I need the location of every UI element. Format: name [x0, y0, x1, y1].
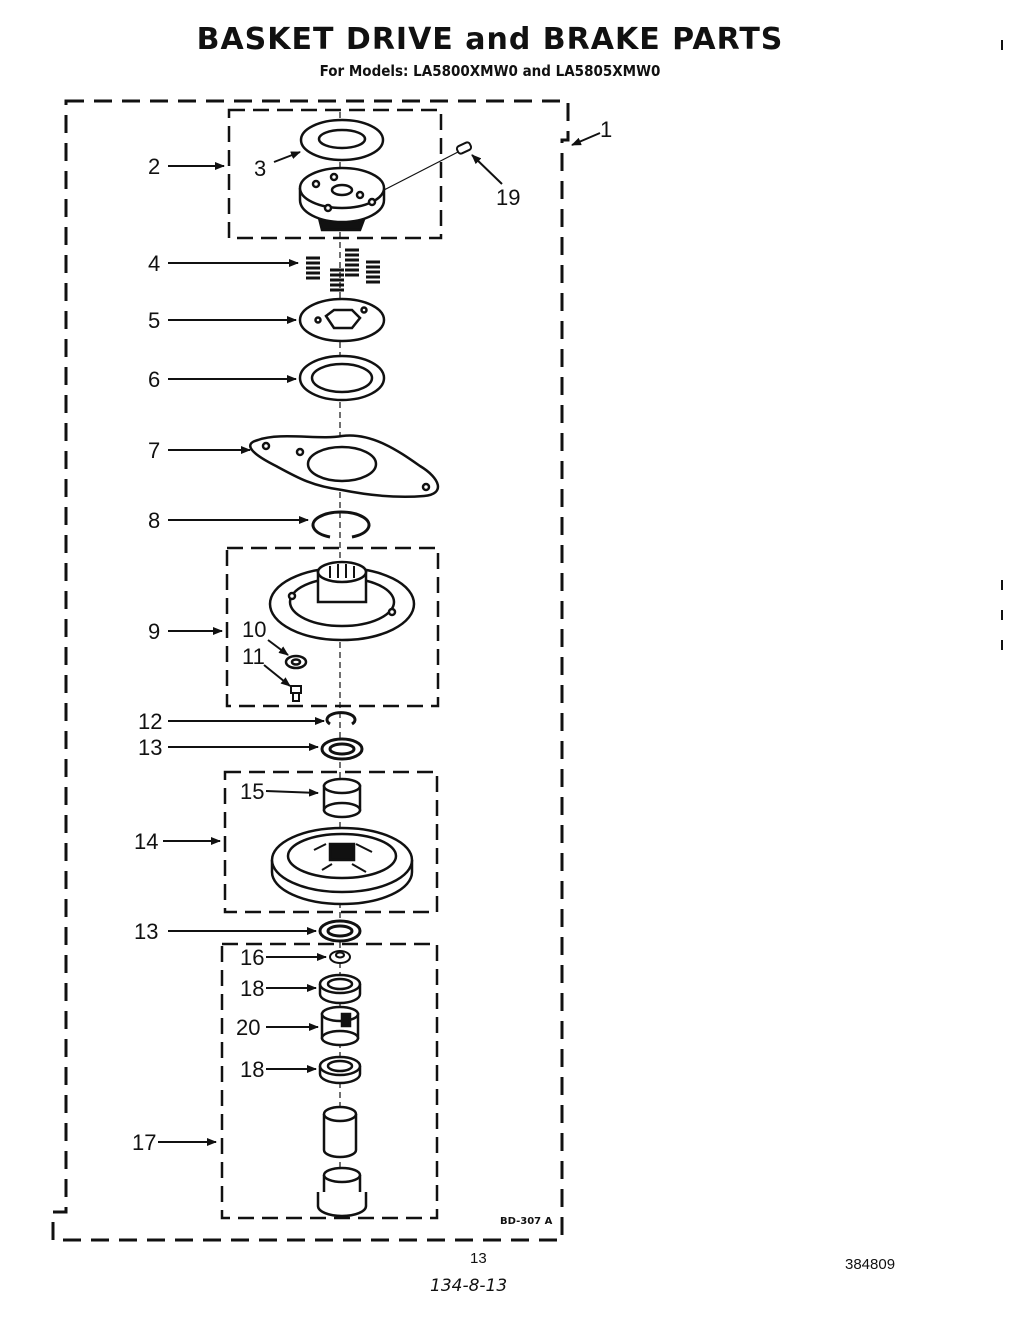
callout-13-upper: 13 [138, 735, 162, 760]
callout-4: 4 [148, 251, 160, 276]
subassembly-box-2 [227, 108, 443, 240]
part-2-drive-hub [298, 166, 386, 232]
callout-11: 11 [242, 644, 265, 669]
assembly-boundary [51, 99, 570, 1242]
part-10-nut [284, 654, 308, 670]
callout-15: 15 [240, 779, 264, 804]
callout-9: 9 [148, 619, 160, 644]
callout-16: 16 [240, 945, 264, 970]
subassembly-box-9 [225, 546, 440, 708]
callout-18-upper: 18 [240, 976, 264, 1001]
part-8-snap-ring [311, 510, 371, 539]
part-5-plate [298, 297, 386, 343]
subassembly-box-17 [220, 942, 439, 1220]
callout-12: 12 [138, 709, 162, 734]
part-17-shaft [316, 1105, 368, 1218]
subassembly-box-14 [223, 770, 439, 914]
page-number: 13 [470, 1250, 487, 1267]
part-3-washer [299, 118, 385, 162]
part-15-bearing [322, 777, 362, 819]
callout-14: 14 [134, 829, 158, 854]
document-number: 384809 [845, 1256, 896, 1273]
part-18-bearing-upper [318, 973, 362, 1005]
callout-2: 2 [148, 154, 160, 179]
part-7-gasket [249, 434, 439, 498]
callout-8: 8 [148, 508, 160, 533]
callout-19: 19 [496, 185, 520, 210]
callout-13-lower: 13 [134, 919, 158, 944]
handwritten-note: 134-8-13 [430, 1276, 508, 1296]
leader-lines [158, 132, 601, 1146]
page-title: BASKET DRIVE and BRAKE PARTS [196, 22, 784, 57]
callout-3: 3 [254, 156, 266, 181]
part-13-washer-upper [320, 737, 364, 761]
part-12-retaining-ring [325, 711, 357, 726]
part-6-washer [298, 354, 386, 402]
callout-20: 20 [236, 1015, 260, 1040]
part-13-washer-lower [318, 919, 362, 943]
callout-18-lower: 18 [240, 1057, 264, 1082]
part-9-brake-hub [268, 560, 416, 642]
part-20-sleeve [320, 1005, 360, 1047]
part-18-bearing-lower [318, 1055, 362, 1085]
part-14-pulley [270, 826, 414, 906]
callout-17: 17 [132, 1130, 156, 1155]
callout-1: 1 [600, 117, 612, 142]
callout-7: 7 [148, 438, 160, 463]
callout-5: 5 [148, 308, 160, 333]
part-19-pin [383, 141, 473, 191]
part-11-screw [290, 685, 302, 702]
model-subtitle: For Models: LA5800XMW0 and LA5805XMW0 [319, 62, 661, 80]
drawing-code: BD-307 A [500, 1216, 553, 1227]
callout-10: 10 [242, 617, 266, 642]
part-4-springs [306, 248, 380, 292]
part-16-seal [329, 950, 351, 964]
callout-6: 6 [148, 367, 160, 392]
